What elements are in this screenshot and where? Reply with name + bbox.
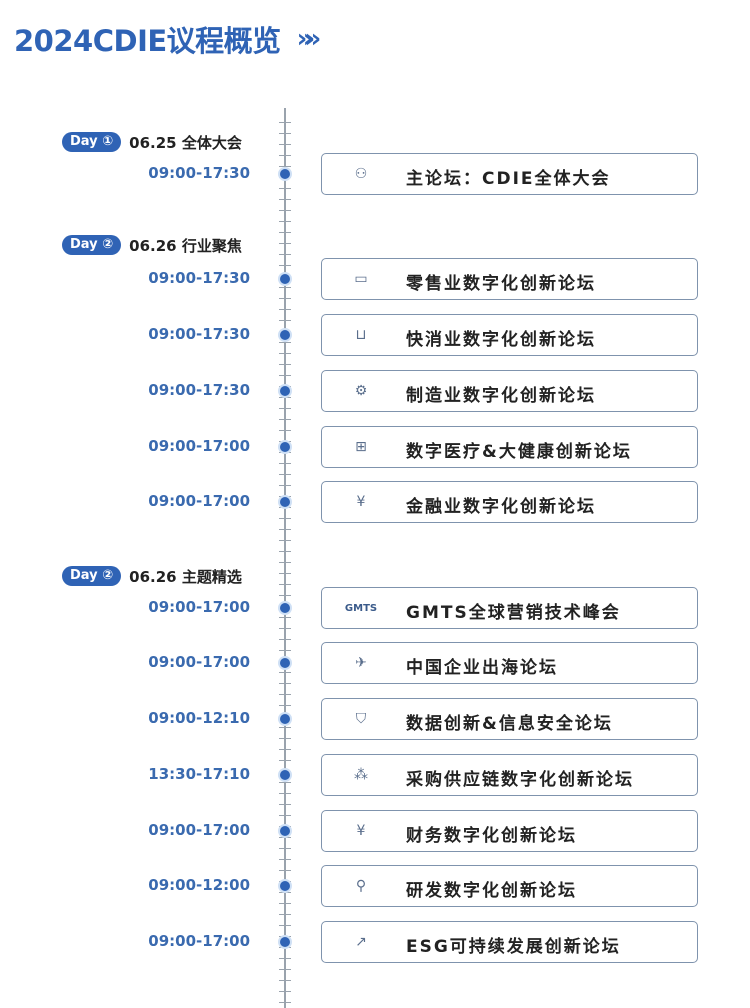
yen-coin-icon: ¥ xyxy=(356,494,366,510)
session-card[interactable]: ⚲ 研发数字化创新论坛 xyxy=(321,865,698,907)
session-card[interactable]: ⚙ 制造业数字化创新论坛 xyxy=(321,370,698,412)
session-title: ESG可持续发展创新论坛 xyxy=(406,937,621,957)
day-title: 06.26 主题精选 xyxy=(129,567,242,586)
session-time: 09:00-17:00 xyxy=(148,932,250,950)
session-row: 09:00-17:00 GMTS GMTS全球营销技术峰会 xyxy=(0,587,750,629)
page-title: 2024CDIE议程概览 »» xyxy=(14,18,321,60)
timeline-dot xyxy=(280,770,290,780)
timeline-dot xyxy=(280,169,290,179)
timeline-dot xyxy=(280,386,290,396)
session-row: 09:00-17:30 ⚙ 制造业数字化创新论坛 xyxy=(0,370,750,412)
day-title: 06.25 全体大会 xyxy=(129,133,242,152)
yen-coin-icon: ¥ xyxy=(356,823,366,839)
network-icon: ⁂ xyxy=(354,767,368,783)
day-badge: Day ② xyxy=(62,566,122,586)
session-card[interactable]: ⛉ 数据创新&信息安全论坛 xyxy=(321,698,698,740)
session-time: 09:00-12:10 xyxy=(148,709,250,727)
timeline-dot xyxy=(280,826,290,836)
session-row: 09:00-17:00 ✈ 中国企业出海论坛 xyxy=(0,642,750,684)
session-row: 09:00-17:00 ¥ 财务数字化创新论坛 xyxy=(0,810,750,852)
timeline-dot xyxy=(280,442,290,452)
medical-kit-icon: ⊞ xyxy=(355,439,367,455)
day-header: Day ② 06.26 行业聚焦 xyxy=(62,235,242,255)
day-title: 06.26 行业聚焦 xyxy=(129,236,242,255)
session-title: 制造业数字化创新论坛 xyxy=(406,386,596,406)
session-row: 09:00-17:30 ⚇ 主论坛：CDIE全体大会 xyxy=(0,153,750,195)
session-row: 09:00-12:00 ⚲ 研发数字化创新论坛 xyxy=(0,865,750,907)
session-time: 09:00-12:00 xyxy=(148,876,250,894)
session-title: 零售业数字化创新论坛 xyxy=(406,274,596,294)
day-badge: Day ① xyxy=(62,132,122,152)
shield-check-icon: ⛉ xyxy=(355,711,367,727)
session-title: 主论坛：CDIE全体大会 xyxy=(406,169,611,189)
session-card[interactable]: ⊞ 数字医疗&大健康创新论坛 xyxy=(321,426,698,468)
timeline-dot xyxy=(280,658,290,668)
people-icon: ⚇ xyxy=(354,166,368,182)
day-header: Day ① 06.25 全体大会 xyxy=(62,132,242,152)
growth-chart-icon: ↗ xyxy=(355,934,367,950)
session-title: 财务数字化创新论坛 xyxy=(406,826,577,846)
session-row: 13:30-17:10 ⁂ 采购供应链数字化创新论坛 xyxy=(0,754,750,796)
session-card[interactable]: ▭ 零售业数字化创新论坛 xyxy=(321,258,698,300)
session-title: 快消业数字化创新论坛 xyxy=(406,330,596,350)
session-row: 09:00-12:10 ⛉ 数据创新&信息安全论坛 xyxy=(0,698,750,740)
session-title: 中国企业出海论坛 xyxy=(406,658,558,678)
session-card[interactable]: GMTS GMTS全球营销技术峰会 xyxy=(321,587,698,629)
session-time: 09:00-17:00 xyxy=(148,598,250,616)
timeline-dot xyxy=(280,497,290,507)
timeline-dot xyxy=(280,274,290,284)
session-card[interactable]: ¥ 财务数字化创新论坛 xyxy=(321,810,698,852)
session-title: GMTS全球营销技术峰会 xyxy=(406,603,621,623)
session-time: 09:00-17:00 xyxy=(148,653,250,671)
session-title: 金融业数字化创新论坛 xyxy=(406,497,596,517)
session-title: 采购供应链数字化创新论坛 xyxy=(406,770,634,790)
day-badge: Day ② xyxy=(62,235,122,255)
session-row: 09:00-17:30 ⊔ 快消业数字化创新论坛 xyxy=(0,314,750,356)
session-time: 13:30-17:10 xyxy=(148,765,250,783)
timeline-dot xyxy=(280,937,290,947)
store-icon: ▭ xyxy=(354,271,368,287)
session-card[interactable]: ⚇ 主论坛：CDIE全体大会 xyxy=(321,153,698,195)
session-card[interactable]: ¥ 金融业数字化创新论坛 xyxy=(321,481,698,523)
session-time: 09:00-17:00 xyxy=(148,821,250,839)
session-row: 09:00-17:00 ¥ 金融业数字化创新论坛 xyxy=(0,481,750,523)
chevrons-icon: »» xyxy=(296,24,321,54)
timeline-dot xyxy=(280,714,290,724)
session-card[interactable]: ⁂ 采购供应链数字化创新论坛 xyxy=(321,754,698,796)
session-card[interactable]: ↗ ESG可持续发展创新论坛 xyxy=(321,921,698,963)
airplane-icon: ✈ xyxy=(355,655,367,671)
timeline-dot xyxy=(280,881,290,891)
basket-icon: ⊔ xyxy=(355,327,367,343)
session-time: 09:00-17:30 xyxy=(148,164,250,182)
timeline-dot xyxy=(280,330,290,340)
gmts-logo-icon: GMTS xyxy=(344,602,378,614)
session-time: 09:00-17:30 xyxy=(148,325,250,343)
session-card[interactable]: ✈ 中国企业出海论坛 xyxy=(321,642,698,684)
session-time: 09:00-17:30 xyxy=(148,269,250,287)
session-time: 09:00-17:00 xyxy=(148,437,250,455)
session-title: 数字医疗&大健康创新论坛 xyxy=(406,442,632,462)
session-row: 09:00-17:00 ⊞ 数字医疗&大健康创新论坛 xyxy=(0,426,750,468)
day-header: Day ② 06.26 主题精选 xyxy=(62,566,242,586)
microscope-icon: ⚲ xyxy=(355,878,367,894)
session-title: 研发数字化创新论坛 xyxy=(406,881,577,901)
session-row: 09:00-17:30 ▭ 零售业数字化创新论坛 xyxy=(0,258,750,300)
timeline-dot xyxy=(280,603,290,613)
title-text: 2024CDIE议程概览 xyxy=(14,24,281,58)
session-title: 数据创新&信息安全论坛 xyxy=(406,714,613,734)
session-row: 09:00-17:00 ↗ ESG可持续发展创新论坛 xyxy=(0,921,750,963)
session-time: 09:00-17:30 xyxy=(148,381,250,399)
session-time: 09:00-17:00 xyxy=(148,492,250,510)
gear-icon: ⚙ xyxy=(354,383,368,399)
session-card[interactable]: ⊔ 快消业数字化创新论坛 xyxy=(321,314,698,356)
